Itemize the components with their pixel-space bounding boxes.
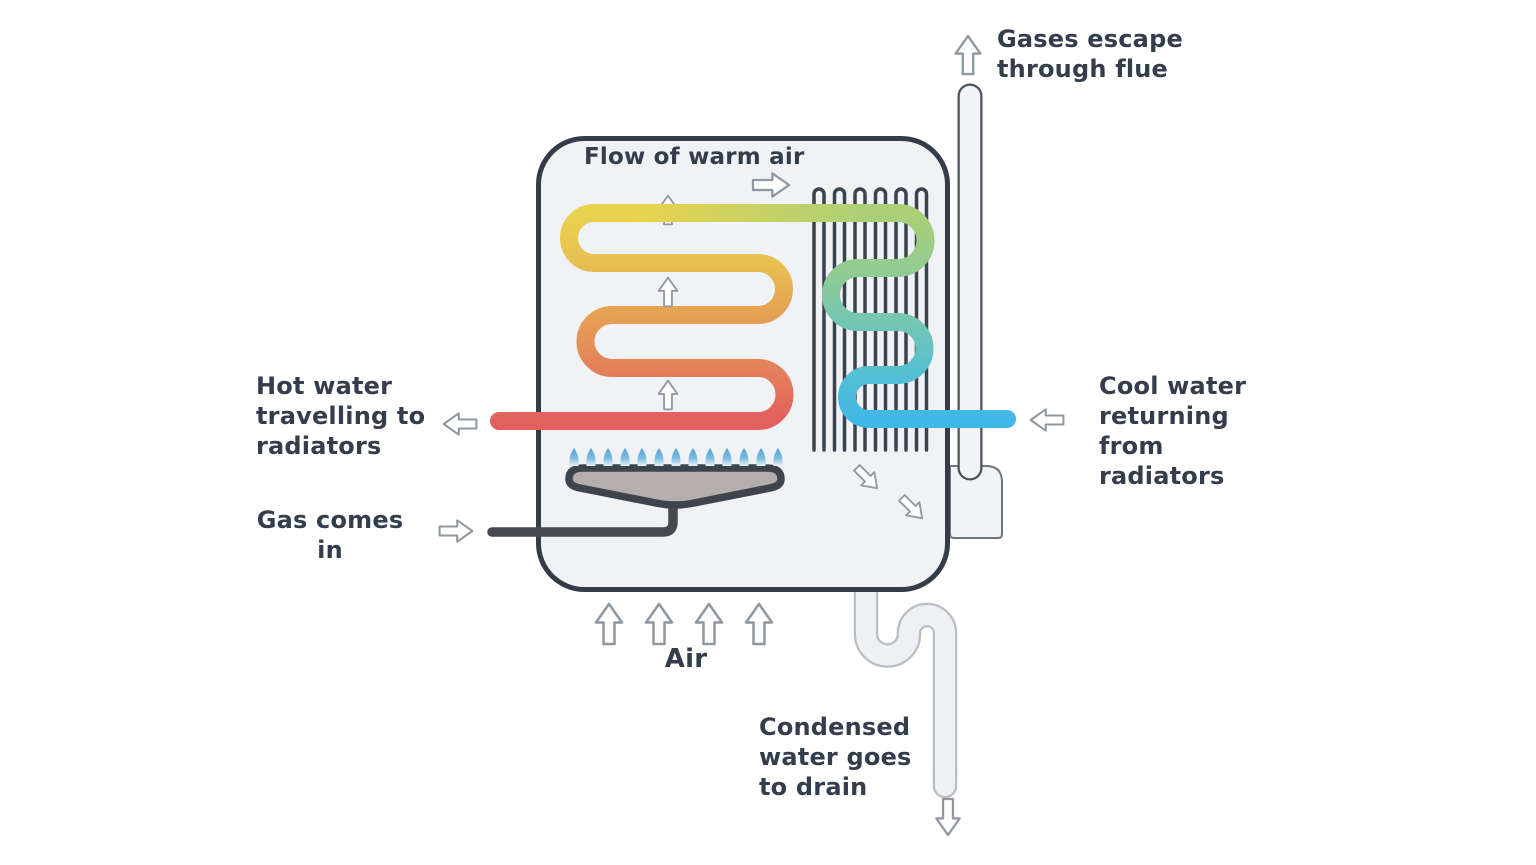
condensate-drain-pipe [853, 591, 958, 799]
cool-water-coil [822, 204, 1016, 428]
air-up-arrow-icon [744, 602, 774, 646]
air-up-arrow-icon [644, 602, 674, 646]
gas-pipe [487, 495, 678, 537]
air-up-arrow-icon [694, 602, 724, 646]
gas-comes-in-label: Gas comes in [256, 506, 404, 564]
hot-water-coil [490, 204, 877, 430]
flue-outlet-box [949, 465, 1003, 539]
hot-water-label: Hot water travelling to radiators [256, 372, 426, 460]
condensed-water-label: Condensed water goes to drain [759, 713, 912, 801]
cool-water-left-arrow-icon [1029, 408, 1065, 432]
cool-water-label: Cool water returning from radiators [1099, 372, 1247, 490]
air-label: Air [664, 644, 708, 674]
gas-in-right-arrow-icon [438, 519, 474, 543]
burner [565, 464, 785, 509]
heat-exchanger-fins [812, 187, 929, 452]
flow-of-warm-air-label: Flow of warm air [584, 144, 805, 170]
hot-water-left-arrow-icon [442, 412, 478, 436]
flue-exhaust-up-arrow-icon [954, 34, 982, 76]
gases-escape-label: Gases escape through flue [997, 25, 1183, 83]
drain-down-arrow-icon [935, 797, 961, 837]
air-up-arrow-icon [594, 602, 624, 646]
burner-flames [569, 448, 783, 466]
